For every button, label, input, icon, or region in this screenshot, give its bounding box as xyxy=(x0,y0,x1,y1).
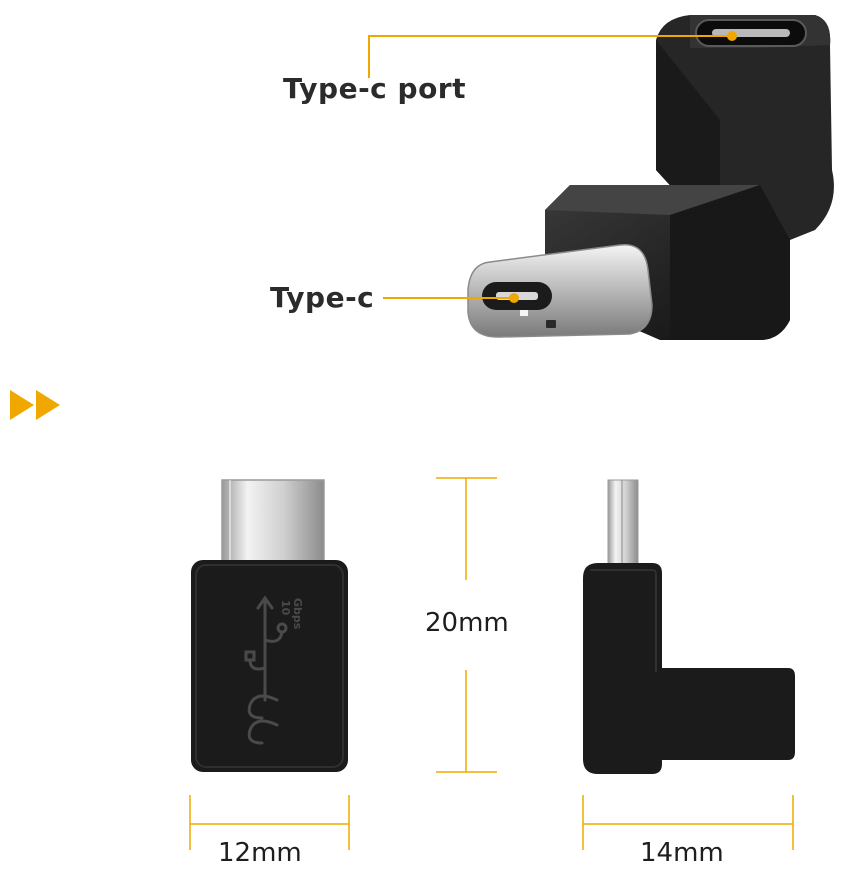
double-play-arrow-icon xyxy=(10,390,60,420)
type-c-plug-label: Type-c xyxy=(270,281,375,314)
height-dimension-label: 20mm xyxy=(425,608,509,638)
adapter-side-view xyxy=(583,479,795,774)
logo-unit-text: Gbps xyxy=(291,598,304,630)
type-c-port-label: Type-c port xyxy=(283,72,467,105)
side-width-dimension-label: 14mm xyxy=(640,838,724,868)
front-width-dimension-label: 12mm xyxy=(218,838,302,868)
adapter-front-view: 10 Gbps xyxy=(191,479,348,772)
front-body xyxy=(191,560,348,772)
adapter-3d-view xyxy=(467,15,834,340)
port-callout-dot xyxy=(727,31,737,41)
callout-lines xyxy=(368,35,732,299)
plug-callout-dot xyxy=(509,293,519,303)
side-plug-shaft xyxy=(607,479,639,567)
dimension-lines xyxy=(189,477,794,850)
logo-speed-text: 10 xyxy=(279,600,292,616)
port-leader-line xyxy=(368,35,732,78)
side-body xyxy=(583,563,795,774)
usb-c-plug xyxy=(467,243,653,338)
front-plug-shaft xyxy=(221,479,325,567)
usb-superspeed-logo-icon xyxy=(244,595,288,745)
